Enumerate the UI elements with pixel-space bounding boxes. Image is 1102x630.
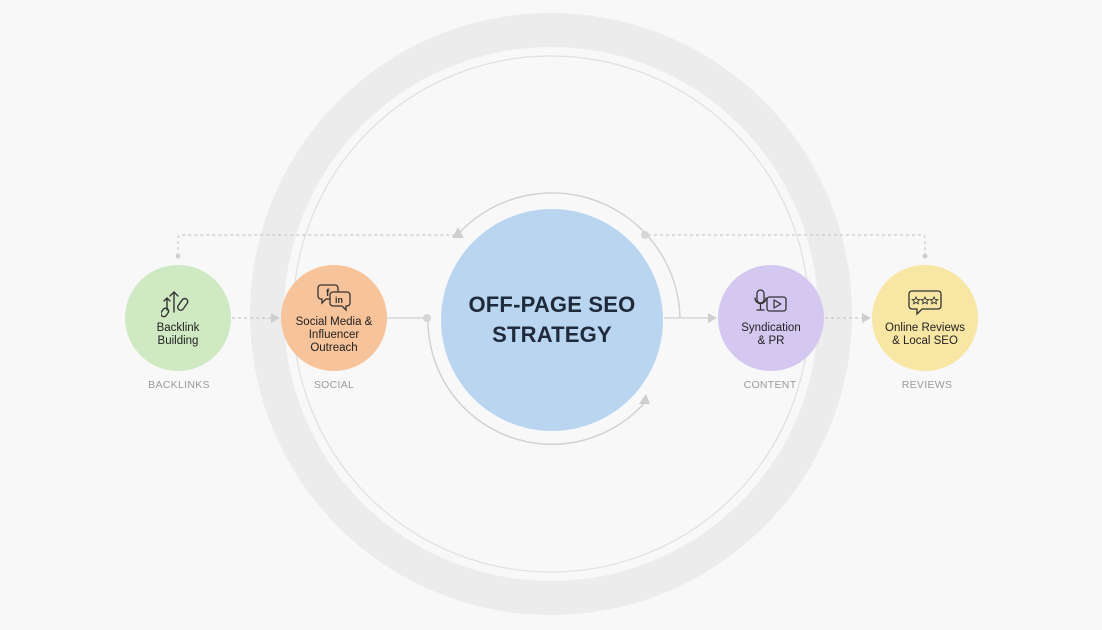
cycle-arc-top: [459, 192, 681, 319]
reviews-caption: REVIEWS: [901, 379, 953, 391]
social-media-label: Social Media & Influencer Outreach: [290, 316, 379, 355]
connector-dot: [922, 253, 928, 259]
svg-text:f: f: [326, 288, 330, 299]
syndication-pr-label: Syndication & PR: [735, 322, 806, 348]
arrowhead: [862, 313, 871, 323]
online-reviews-node: Online Reviews & Local SEO: [872, 265, 978, 371]
backlinks-caption: BACKLINKS: [148, 379, 210, 391]
center-circle: [441, 209, 663, 431]
label-line: Outreach: [310, 341, 358, 354]
svg-text:in: in: [335, 295, 343, 305]
social-caption: SOCIAL: [313, 379, 355, 391]
label-line: & Local SEO: [892, 335, 958, 347]
social-media-node: f in Social Media & Influencer Outreach: [281, 265, 387, 371]
social-chat-icon: f in: [317, 283, 351, 312]
label-line: & PR: [757, 335, 785, 347]
center-title-line2: STRATEGY: [492, 322, 612, 347]
outer-ring: [250, 13, 852, 615]
arrowhead: [271, 313, 280, 323]
connector-dot: [175, 253, 181, 259]
backlink-building-node: Backlink Building: [125, 265, 231, 371]
top-left-connector: [177, 234, 458, 256]
center-title: OFF-PAGE SEO STRATEGY: [441, 209, 663, 431]
center-title-line1: OFF-PAGE SEO: [468, 292, 636, 317]
label-line: Syndication: [741, 322, 801, 334]
label-line: Building: [157, 335, 199, 347]
label-line: Backlink: [156, 322, 200, 334]
label-line: Social Media &: [295, 315, 373, 328]
cycle-arc-bottom: [427, 317, 648, 446]
backlink-building-label: Backlink Building: [151, 322, 206, 348]
content-caption: CONTENT: [743, 379, 797, 391]
label-line: Online Reviews: [885, 322, 965, 334]
label-line: Influencer: [308, 328, 360, 341]
online-reviews-label: Online Reviews & Local SEO: [879, 322, 971, 348]
link-growth-icon: [161, 291, 189, 318]
arrowhead: [639, 394, 650, 404]
syndication-pr-node: Syndication & PR: [718, 265, 824, 371]
top-right-connector: [648, 234, 926, 256]
arrowhead: [708, 313, 717, 323]
microphone-video-icon: [754, 289, 787, 312]
cycle-node-dot: [641, 231, 649, 239]
cycle-node-dot: [423, 314, 431, 322]
star-rating-icon: [908, 290, 942, 316]
arrowhead: [452, 227, 464, 238]
